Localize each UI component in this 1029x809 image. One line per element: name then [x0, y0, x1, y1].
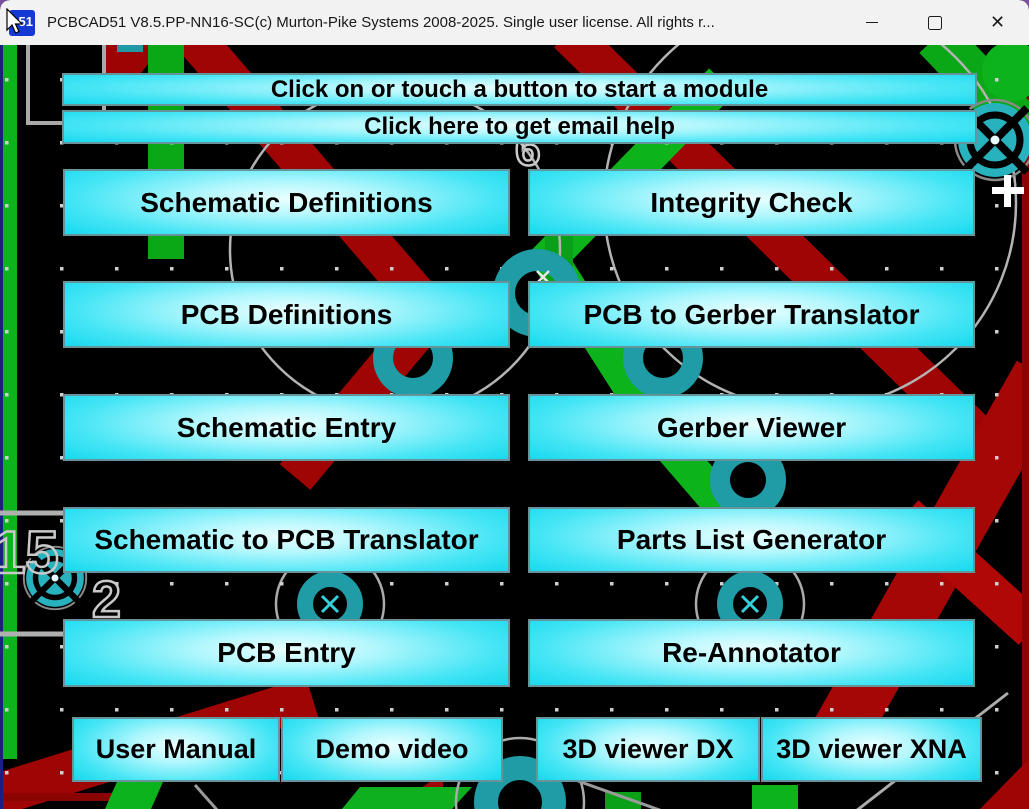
module-button-integrity-check[interactable]: Integrity Check: [528, 169, 975, 236]
client-area: 15 2 6 Click on or touch a button to sta…: [0, 45, 1029, 809]
minimize-button[interactable]: [840, 0, 903, 45]
titlebar[interactable]: 51 PCBCAD51 V8.5.PP-NN16-SC(c) Murton-Pi…: [0, 0, 1029, 45]
3d-viewer-xna-button[interactable]: 3D viewer XNA: [761, 717, 982, 782]
mouse-cursor-icon: [6, 7, 24, 34]
module-button-pcb-definitions[interactable]: PCB Definitions: [63, 281, 510, 348]
module-button-pcb-to-gerber-translator[interactable]: PCB to Gerber Translator: [528, 281, 975, 348]
bg-number-15: 15: [0, 519, 59, 586]
banner-start-module-button[interactable]: Click on or touch a button to start a mo…: [62, 73, 977, 106]
window-title: PCBCAD51 V8.5.PP-NN16-SC(c) Murton-Pike …: [47, 14, 715, 31]
module-button-schematic-definitions[interactable]: Schematic Definitions: [63, 169, 510, 236]
window-controls: ✕: [840, 0, 1029, 45]
minimize-icon: [865, 21, 878, 24]
maximize-button[interactable]: [903, 0, 966, 45]
module-button-schematic-entry[interactable]: Schematic Entry: [63, 394, 510, 461]
maximize-icon: [927, 15, 942, 30]
demo-video-button[interactable]: Demo video: [281, 717, 503, 782]
app-icon: 51: [6, 7, 35, 36]
module-button-gerber-viewer[interactable]: Gerber Viewer: [528, 394, 975, 461]
3d-viewer-dx-button[interactable]: 3D viewer DX: [536, 717, 760, 782]
module-button-schematic-to-pcb-translator[interactable]: Schematic to PCB Translator: [63, 507, 510, 573]
module-button-pcb-entry[interactable]: PCB Entry: [63, 619, 510, 687]
module-button-re-annotator[interactable]: Re-Annotator: [528, 619, 975, 687]
app-icon-label: 51: [18, 13, 33, 29]
user-manual-button[interactable]: User Manual: [72, 717, 280, 782]
close-icon: ✕: [989, 12, 1006, 32]
module-button-parts-list-generator[interactable]: Parts List Generator: [528, 507, 975, 573]
banner-email-help-button[interactable]: Click here to get email help: [62, 110, 977, 144]
close-button[interactable]: ✕: [966, 0, 1029, 45]
